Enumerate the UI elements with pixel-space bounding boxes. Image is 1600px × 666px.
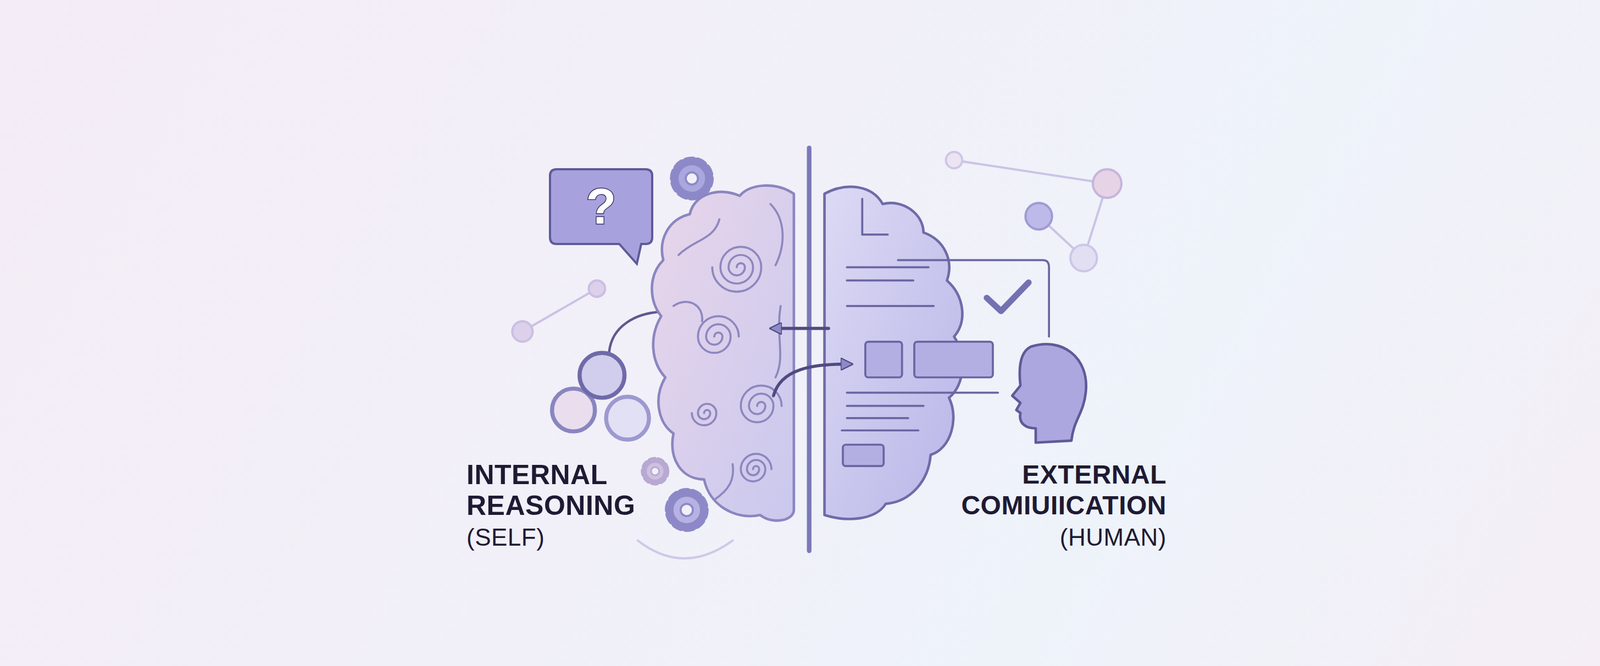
question-mark: ? [548,168,654,246]
speech-bubble: ? [548,168,654,246]
section-subtitle: (HUMAN) [1001,523,1167,552]
section-subtitle: (SELF) [466,523,632,552]
section-title: INTERNAL REASONING [466,459,665,521]
section-title: EXTERNAL COMIUIICATION [924,459,1167,521]
